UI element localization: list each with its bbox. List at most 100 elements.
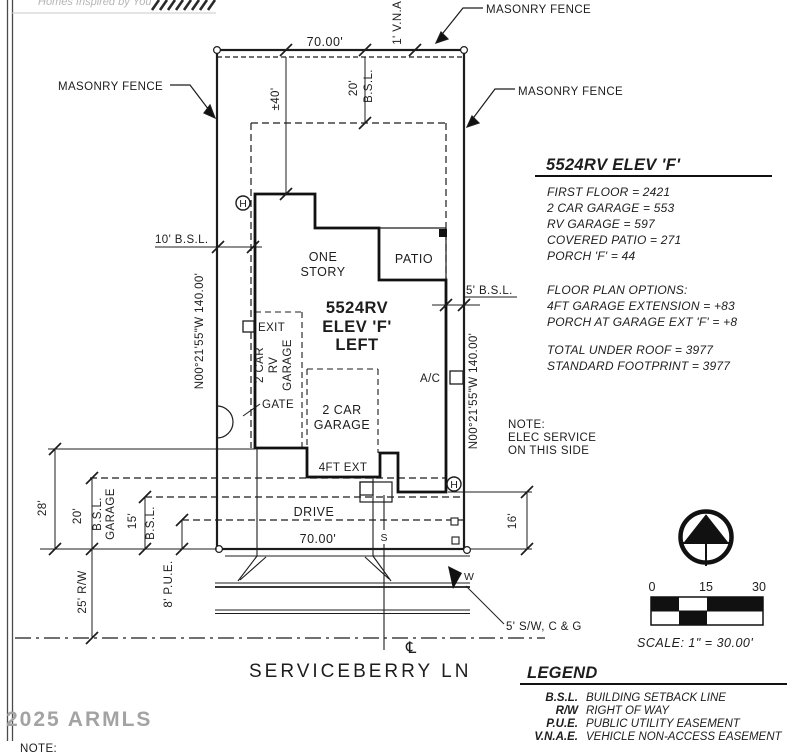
dim-pm40: ±40' bbox=[270, 88, 282, 111]
page-border bbox=[6, 0, 14, 741]
house-elev: ELEV 'F' bbox=[322, 318, 392, 336]
legend-abbr-bsl: B.S.L. bbox=[545, 692, 578, 704]
scale-label: SCALE: 1" = 30.00' bbox=[637, 636, 753, 650]
dim-70-top: 70.00' bbox=[307, 35, 344, 49]
masonry-fence-label-right: MASONRY FENCE bbox=[518, 86, 623, 98]
builder-tagline: Homes Inspired by You bbox=[38, 0, 152, 8]
area-porch: PORCH 'F' = 44 bbox=[547, 249, 636, 263]
legend-def-bsl: BUILDING SETBACK LINE bbox=[586, 692, 726, 704]
hatch-marks bbox=[150, 0, 217, 11]
gate-leader bbox=[242, 403, 261, 417]
lot-boundary bbox=[213, 45, 472, 554]
driveway bbox=[237, 448, 392, 582]
dim-bsl-garage2: GARAGE bbox=[105, 488, 117, 540]
armls-watermark: 2025 ARMLS bbox=[6, 708, 152, 731]
house-model: 5524RV bbox=[326, 299, 388, 317]
legend-title: LEGEND bbox=[527, 664, 598, 682]
exit-door-icon bbox=[242, 320, 255, 333]
dim-16: 16' bbox=[507, 513, 519, 529]
option-garage-ext: 4FT GARAGE EXTENSION = +83 bbox=[547, 299, 735, 313]
note-elec-line1: NOTE: bbox=[508, 419, 545, 431]
svg-text:H: H bbox=[239, 198, 247, 210]
dim-20-top: 20' bbox=[348, 80, 360, 96]
hose-bib-bottom-icon: H bbox=[446, 476, 462, 492]
info-panel-title: 5524RV ELEV 'F' bbox=[546, 156, 681, 174]
legend-abbr-rw: R/W bbox=[556, 705, 580, 717]
option-porch-ext: PORCH AT GARAGE EXT 'F' = +8 bbox=[547, 315, 737, 329]
one-story-label2: STORY bbox=[300, 265, 345, 279]
dim-vna: 1' V.N.A. bbox=[392, 0, 404, 45]
bearing-left: N00°21'55"W 140.00' bbox=[194, 273, 206, 390]
drive-label: DRIVE bbox=[294, 505, 335, 519]
masonry-fence-label-left: MASONRY FENCE bbox=[58, 81, 163, 93]
rv-garage-label2: RV bbox=[268, 357, 280, 374]
north-arrow-icon bbox=[678, 509, 734, 566]
rv-garage-label1: 2 CAR bbox=[254, 347, 266, 383]
dim-10-bsl: 10' B.S.L. bbox=[155, 234, 209, 246]
dim-8-pue: 8' P.U.E. bbox=[163, 560, 175, 607]
legend-def-rw: RIGHT OF WAY bbox=[586, 705, 670, 717]
fence-leaders bbox=[170, 7, 515, 129]
utility-box2-icon bbox=[451, 536, 460, 545]
legend-abbr-vnae: V.N.A.E. bbox=[534, 731, 578, 743]
area-2car-garage: 2 CAR GARAGE = 553 bbox=[546, 201, 674, 215]
garage-label2: GARAGE bbox=[314, 418, 371, 432]
dimension-ticks bbox=[48, 43, 534, 645]
scale-tick-30: 30 bbox=[752, 580, 766, 594]
exit-label: EXIT bbox=[258, 322, 285, 334]
utility-box-icon bbox=[450, 517, 459, 526]
dim-28: 28' bbox=[37, 500, 49, 516]
swcg-label: 5' S/W, C & G bbox=[506, 621, 582, 633]
area-first-floor: FIRST FLOOR = 2421 bbox=[547, 185, 670, 199]
swcg-leader bbox=[465, 585, 505, 625]
total-under-roof: TOTAL UNDER ROOF = 3977 bbox=[547, 343, 714, 357]
area-rv-garage: RV GARAGE = 597 bbox=[547, 217, 656, 231]
bottom-note: NOTE: bbox=[20, 743, 57, 755]
svg-text:H: H bbox=[450, 479, 458, 491]
standard-footprint: STANDARD FOOTPRINT = 3977 bbox=[547, 359, 731, 373]
one-story-label1: ONE bbox=[309, 250, 338, 264]
sewer-label-bg bbox=[377, 530, 390, 544]
sidewalk-curb bbox=[215, 555, 470, 615]
note-elec-line3: ON THIS SIDE bbox=[508, 445, 589, 457]
dim-15-bsl: B.S.L. bbox=[145, 506, 157, 540]
ext4-label: 4FT EXT bbox=[319, 462, 368, 474]
water-arrow-icon bbox=[448, 566, 462, 589]
gate-icon bbox=[216, 405, 234, 439]
ac-unit-icon bbox=[449, 370, 464, 385]
ac-label: A/C bbox=[420, 373, 440, 385]
patio-label: PATIO bbox=[395, 252, 433, 266]
scale-tick-0: 0 bbox=[649, 580, 656, 594]
garage-label1: 2 CAR bbox=[322, 403, 361, 417]
rv-garage-label3: GARAGE bbox=[282, 339, 294, 391]
sewer-label: S bbox=[380, 532, 387, 544]
note-elec-line2: ELEC SERVICE bbox=[508, 432, 596, 444]
gate-label: GATE bbox=[262, 399, 294, 411]
legend-def-pue: PUBLIC UTILITY EASEMENT bbox=[586, 718, 741, 730]
dim-25-rw: 25' R/W bbox=[77, 570, 89, 613]
masonry-fence-label-top: MASONRY FENCE bbox=[486, 4, 591, 16]
setback-lines bbox=[90, 122, 464, 521]
dimension-lines bbox=[40, 57, 532, 638]
centerline-symbol: ℄ bbox=[405, 640, 417, 657]
options-header: FLOOR PLAN OPTIONS: bbox=[547, 283, 688, 297]
porch-steps bbox=[359, 481, 393, 503]
garage-partitions bbox=[255, 311, 379, 453]
house-orientation: LEFT bbox=[335, 336, 378, 354]
legend-items: B.S.L. BUILDING SETBACK LINE R/W RIGHT O… bbox=[534, 692, 782, 743]
scale-tick-15: 15 bbox=[699, 580, 713, 594]
house-outline bbox=[253, 192, 448, 494]
dim-bsl-garage1: B.S.L. bbox=[92, 497, 104, 531]
street-name: SERVICEBERRY LN bbox=[249, 661, 471, 682]
patio-outline bbox=[379, 227, 447, 280]
dim-70-bottom: 70.00' bbox=[300, 532, 337, 546]
hose-bib-top-icon: H bbox=[235, 195, 251, 211]
dim-15: 15' bbox=[127, 513, 139, 529]
bearing-right: N00°21'55"W 140.00' bbox=[468, 333, 480, 450]
water-label: W bbox=[464, 571, 474, 583]
legend-abbr-pue: P.U.E. bbox=[546, 718, 578, 730]
legend-def-vnae: VEHICLE NON-ACCESS EASEMENT bbox=[586, 731, 783, 743]
dim-20-top-bsl: B.S.L. bbox=[363, 69, 375, 103]
